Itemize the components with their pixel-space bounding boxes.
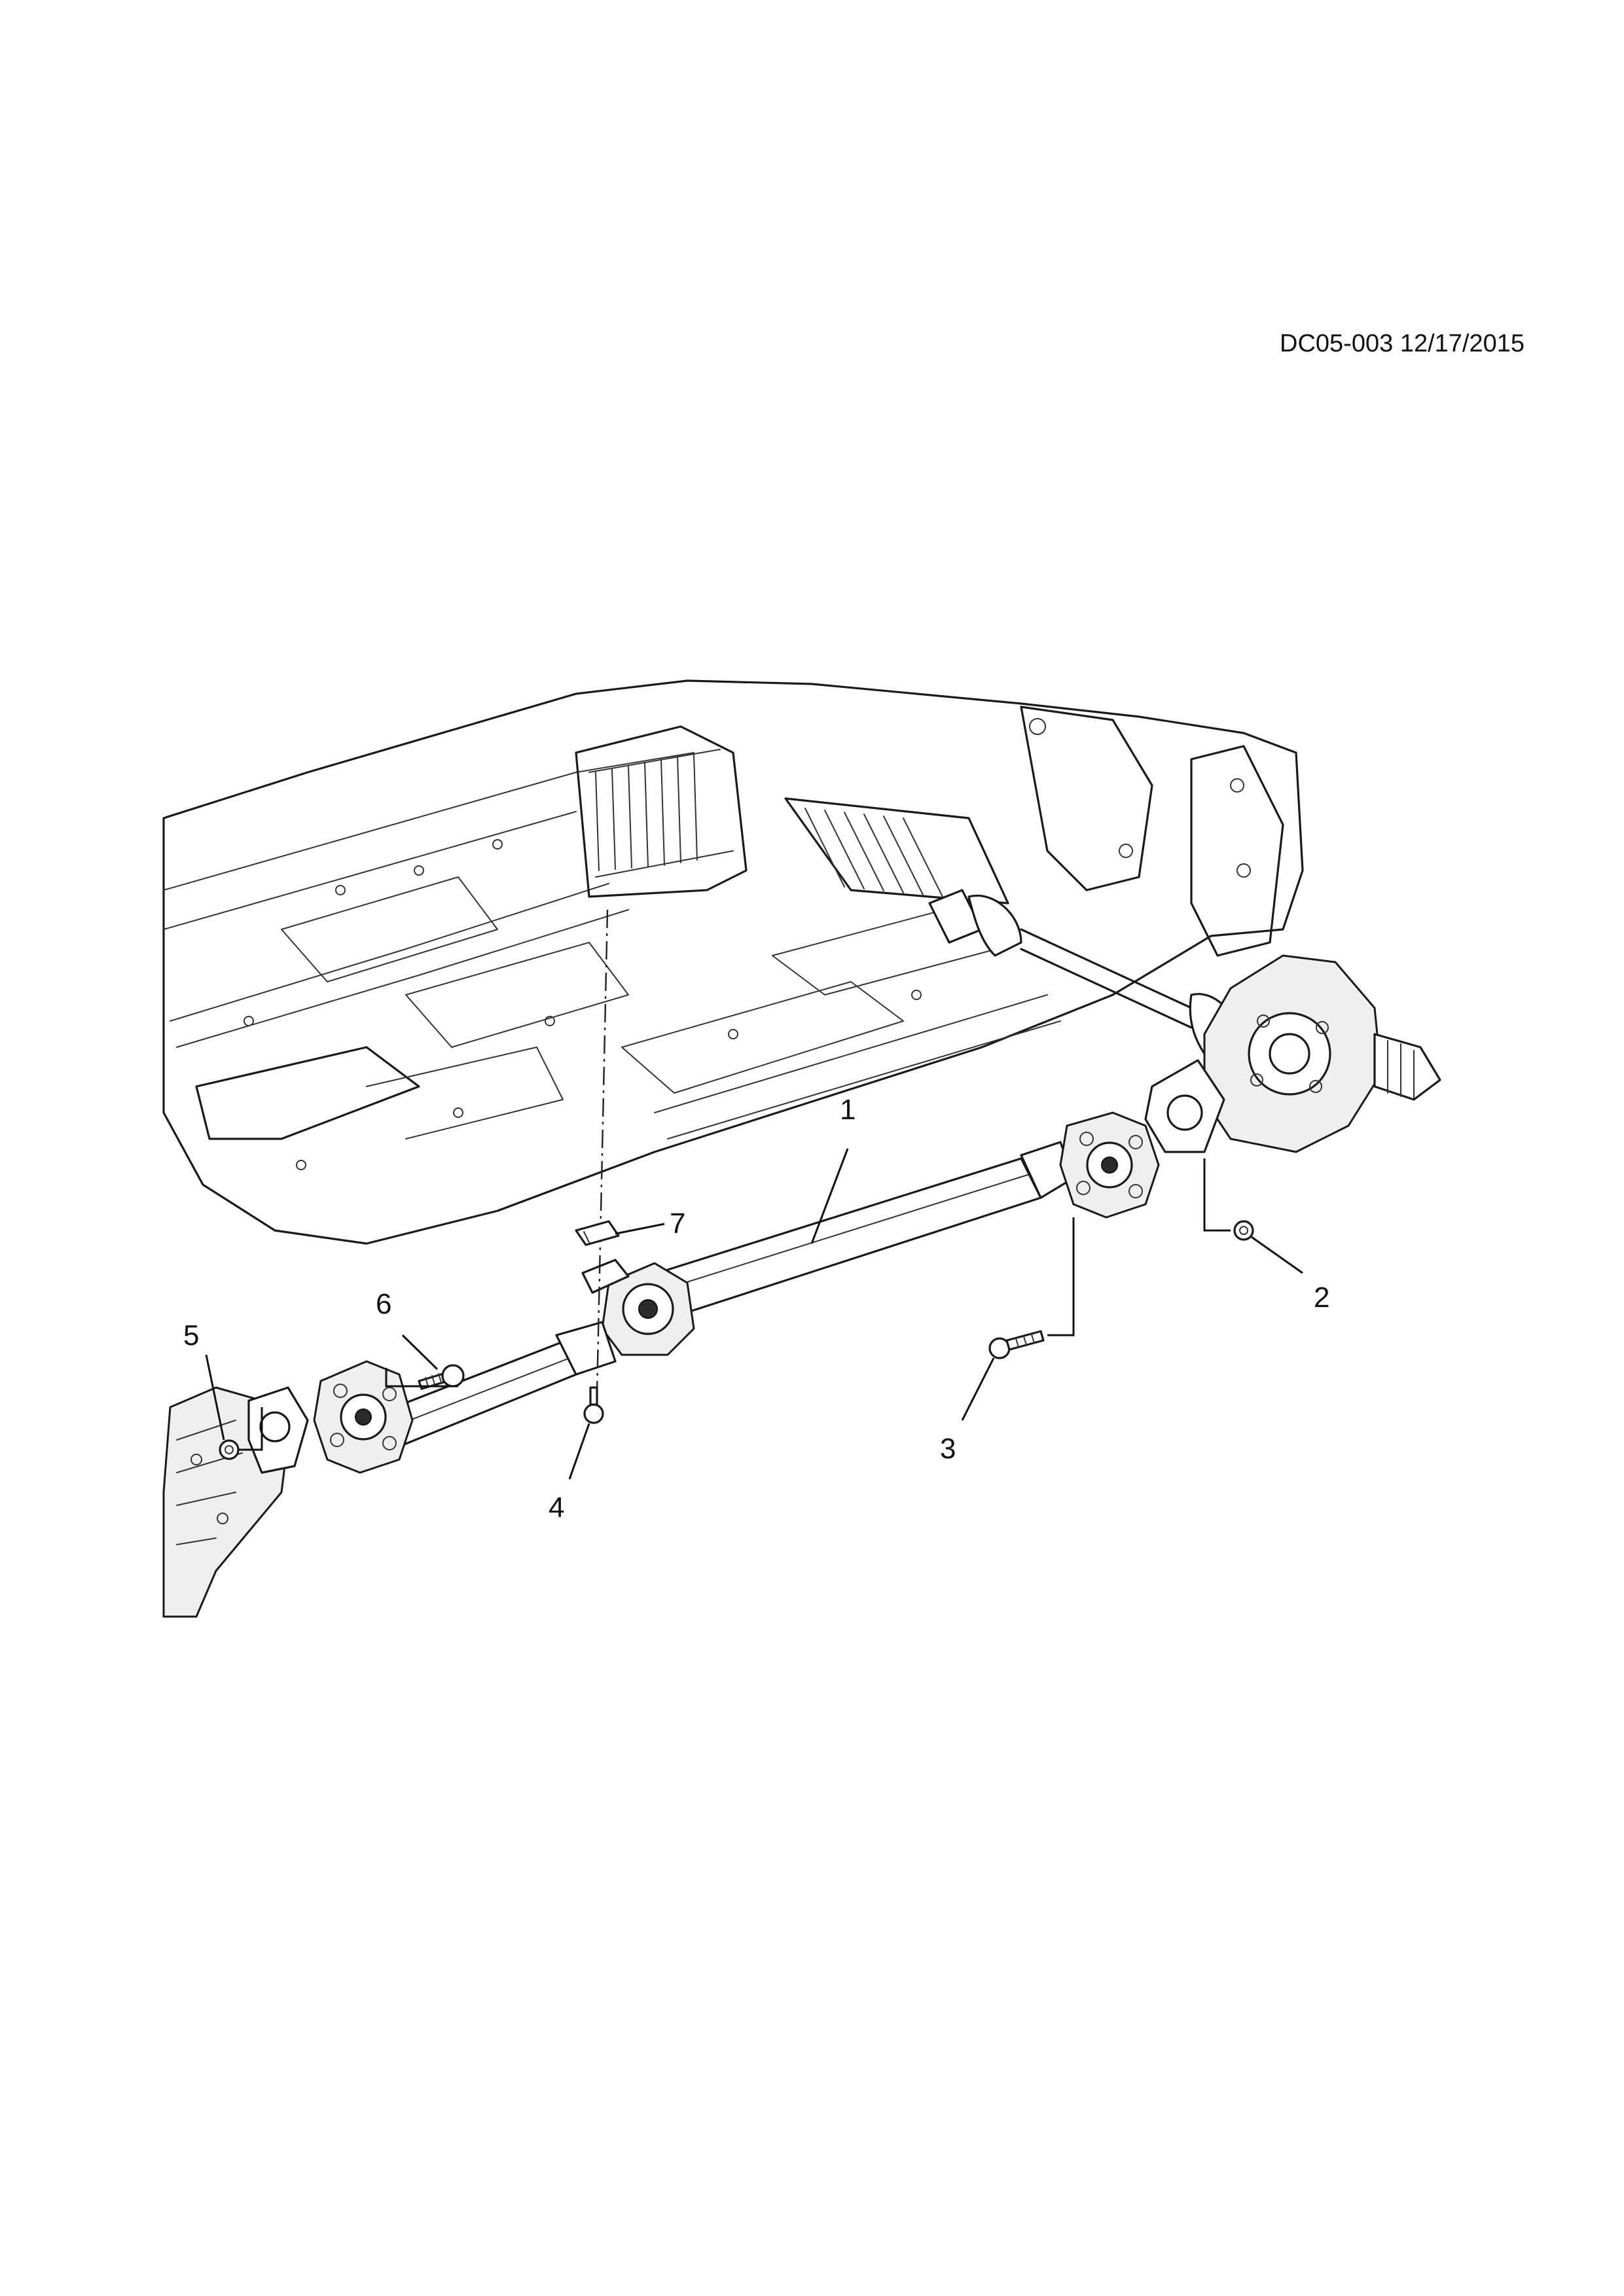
assembly-centerline	[596, 909, 609, 1395]
callout-6: 6	[376, 1288, 439, 1371]
callout-7-label: 7	[670, 1208, 685, 1240]
floor-ribs-right	[804, 808, 943, 897]
callout-2: 2	[1251, 1236, 1329, 1314]
vehicle-underbody	[162, 679, 1304, 1245]
diagram-id: DC05-003	[1280, 330, 1394, 357]
callout-1: 1	[810, 1094, 856, 1244]
floor-ribs-left	[595, 753, 698, 871]
callout-6-label: 6	[376, 1288, 391, 1320]
rear-flex-coupling	[1059, 1111, 1160, 1219]
part-7-bracket	[575, 1220, 620, 1246]
front-flex-coupling	[313, 1360, 414, 1474]
part-2-nut	[1233, 1220, 1254, 1241]
fastener-guide-6	[385, 1368, 458, 1388]
callout-3-label: 3	[940, 1433, 956, 1465]
callout-7: 7	[615, 1208, 685, 1240]
part-5-nut	[219, 1439, 240, 1460]
callout-5: 5	[183, 1319, 225, 1441]
fastener-guide-2	[1203, 1158, 1231, 1232]
rear-half-shaft	[928, 889, 1240, 1055]
underbody-holes	[244, 839, 922, 1170]
fastener-guide-5	[239, 1407, 263, 1451]
callout-2-label: 2	[1314, 1282, 1329, 1314]
callout-5-label: 5	[183, 1319, 199, 1352]
callout-1-label: 1	[840, 1094, 856, 1126]
diagram-date: 12/17/2015	[1399, 330, 1525, 357]
fastener-guide-3	[1047, 1217, 1075, 1336]
callout-4-label: 4	[549, 1492, 564, 1524]
diagram-reference: DC05-003 12/17/2015	[1280, 330, 1525, 358]
callout-3: 3	[940, 1357, 995, 1465]
part-4-bolt	[583, 1386, 604, 1424]
callout-4: 4	[549, 1423, 590, 1524]
part-6-bolt	[418, 1364, 465, 1390]
propeller-shaft	[313, 1111, 1160, 1474]
part-3-bolt	[988, 1330, 1045, 1359]
rear-differential	[1144, 954, 1441, 1153]
transmission-output	[162, 1386, 309, 1618]
